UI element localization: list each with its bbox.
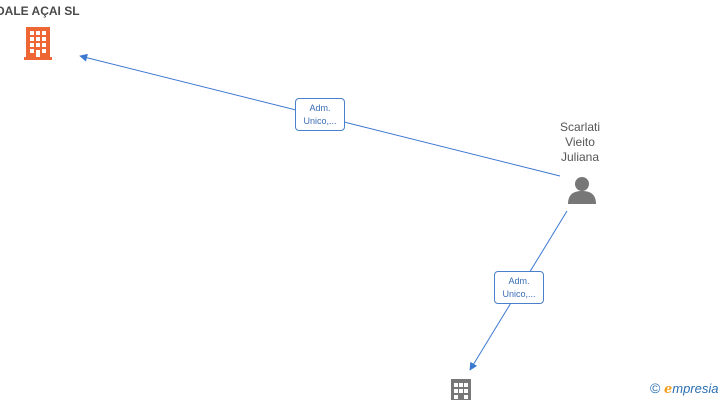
building-icon-bottom[interactable] [451,379,471,400]
edge-label-line-2: Unico,... [502,289,536,299]
empresia-watermark: © empresia [650,380,718,397]
person-name-label[interactable]: Scarlati Vieito Juliana [548,120,612,165]
brand-name: mpresia [672,381,719,396]
person-icon[interactable] [568,177,596,204]
edge-label-role-top: Adm. Unico,... [295,98,345,131]
brand-initial: e [663,382,673,397]
edge-label-role-bottom: Adm. Unico,... [494,271,544,304]
person-name-line-1: Scarlati [559,120,600,134]
person-name-line-2: Vieito [565,135,595,149]
edge-label-line-1: Adm. [508,276,530,286]
edge-label-line-1: Adm. [309,103,331,113]
copyright-symbol: © [650,380,661,396]
person-name-line-3: Juliana [560,150,600,164]
company-name-label[interactable]: DALE AÇAI SL [0,4,80,18]
edge-label-line-2: Unico,... [303,116,337,126]
building-icon[interactable] [24,27,52,60]
